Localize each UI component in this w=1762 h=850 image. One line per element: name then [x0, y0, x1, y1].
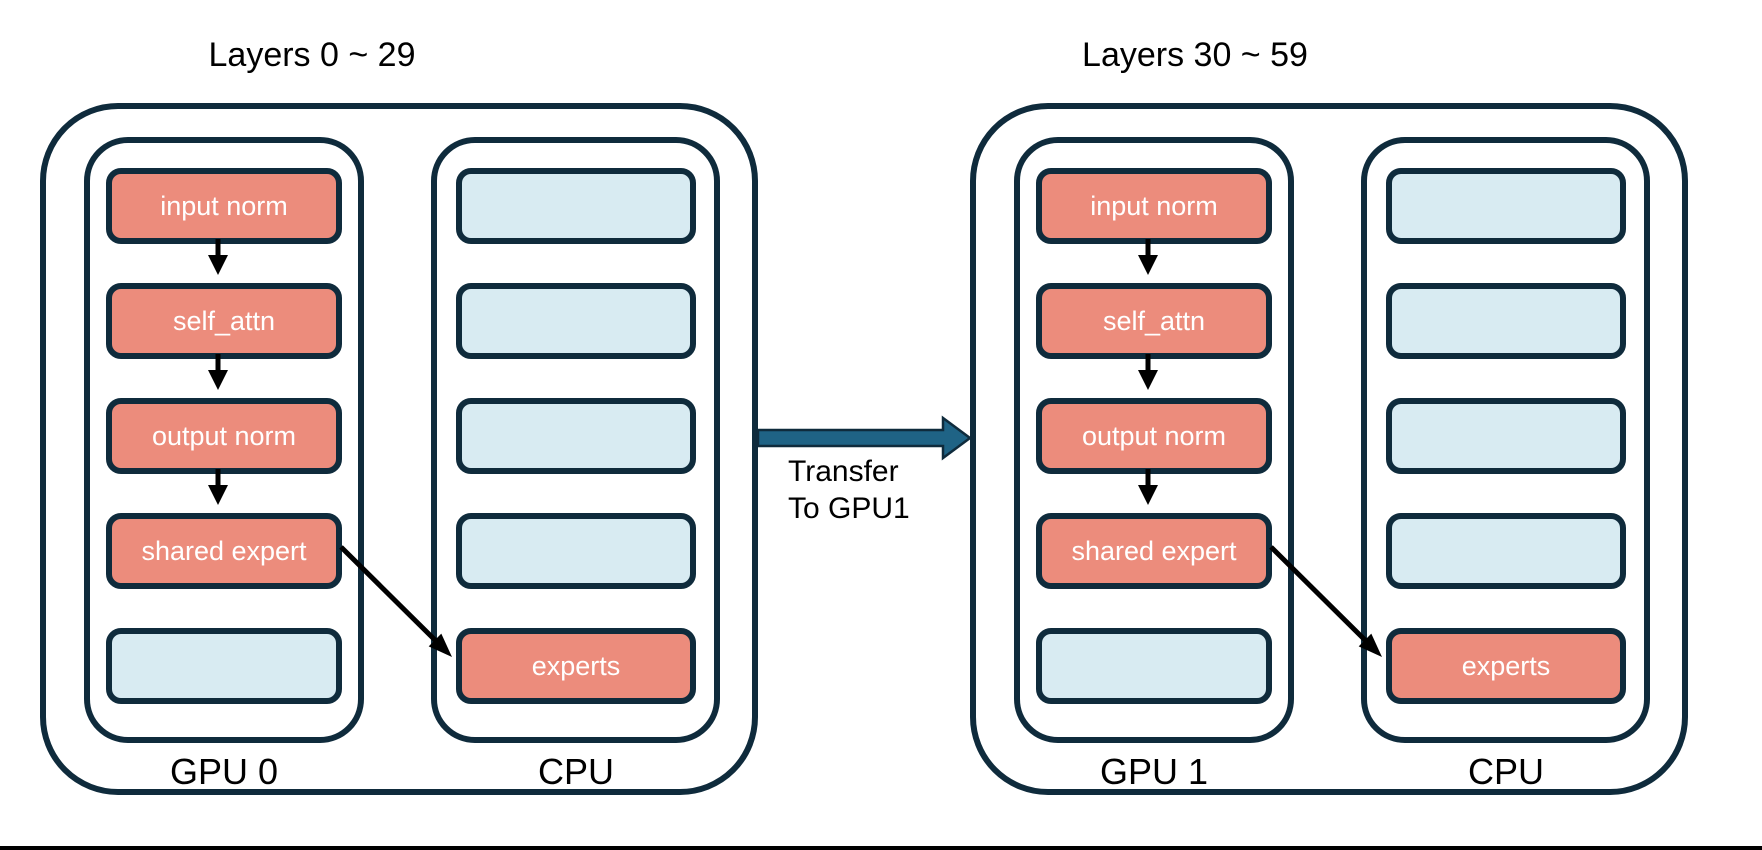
module-box-experts: experts	[1386, 628, 1626, 704]
empty-slot-box	[456, 283, 696, 359]
bottom-divider	[0, 846, 1762, 850]
empty-slot-box	[106, 628, 342, 704]
node-group-0: input norm self_attn output norm shared …	[40, 103, 758, 795]
cpu-label-right: CPU	[1467, 751, 1544, 792]
empty-slot-box	[456, 398, 696, 474]
module-box-shared-expert: shared expert	[1036, 513, 1272, 589]
module-box-input-norm: input norm	[106, 168, 342, 244]
module-box-self-attn: self_attn	[106, 283, 342, 359]
module-box-output-norm: output norm	[1036, 398, 1272, 474]
transfer-label: Transfer To GPU1	[788, 453, 910, 527]
empty-slot-box	[1036, 628, 1272, 704]
gpu1-label: GPU 1	[1099, 751, 1209, 792]
cpu-label-left: CPU	[537, 751, 614, 792]
empty-slot-box	[1386, 398, 1626, 474]
empty-slot-box	[1386, 513, 1626, 589]
group-title-layers-30-59: Layers 30 ~ 59	[1082, 36, 1308, 74]
empty-slot-box	[456, 513, 696, 589]
gpu0-label: GPU 0	[169, 751, 279, 792]
empty-slot-box	[1386, 283, 1626, 359]
group-title-layers-0-29: Layers 0 ~ 29	[208, 36, 416, 74]
module-box-shared-expert: shared expert	[106, 513, 342, 589]
module-box-output-norm: output norm	[106, 398, 342, 474]
transfer-arrow-icon	[756, 415, 973, 461]
module-box-self-attn: self_attn	[1036, 283, 1272, 359]
node-group-1: input norm self_attn output norm shared …	[970, 103, 1688, 795]
transfer-label-line1: Transfer	[788, 455, 899, 488]
transfer-label-line2: To GPU1	[788, 492, 910, 525]
module-box-experts: experts	[456, 628, 696, 704]
module-box-input-norm: input norm	[1036, 168, 1272, 244]
empty-slot-box	[1386, 168, 1626, 244]
empty-slot-box	[456, 168, 696, 244]
